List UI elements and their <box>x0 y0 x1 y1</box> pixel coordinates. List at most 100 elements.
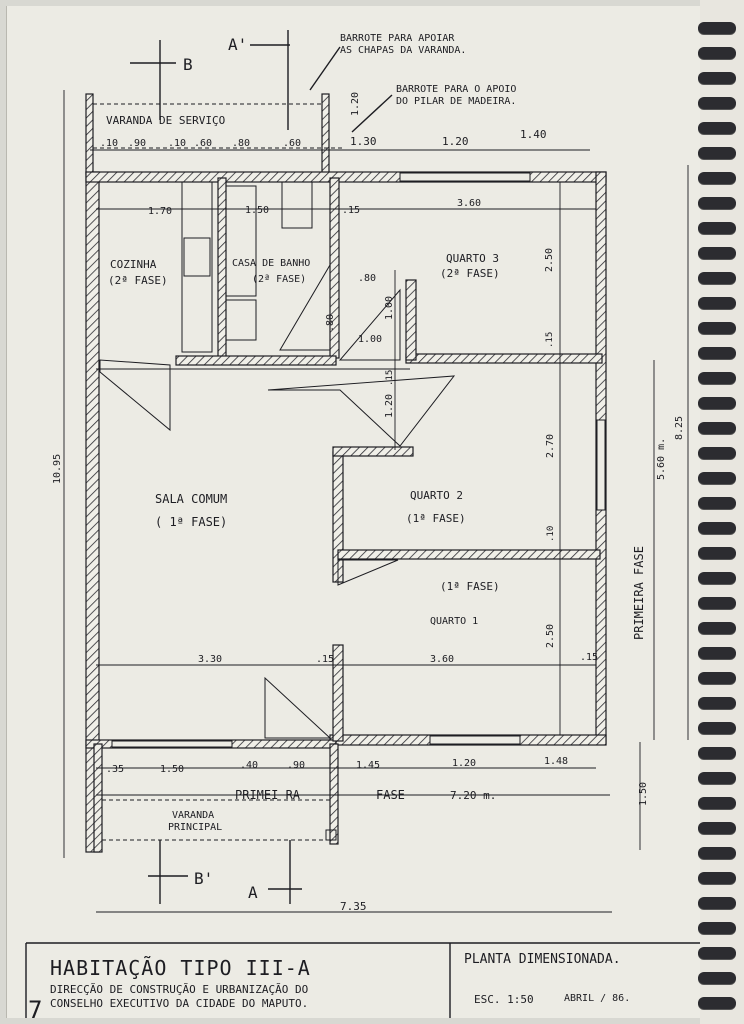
dim-825: 8.25 <box>674 416 685 440</box>
binding-ring <box>698 897 736 909</box>
binding-ring <box>698 972 736 984</box>
room-cozinha: COZINHA <box>110 258 157 271</box>
binding-ring <box>698 672 736 684</box>
dim-250a: 2.50 <box>544 248 555 272</box>
door-main <box>264 676 332 739</box>
binding-ring <box>698 522 736 534</box>
binding-ring <box>698 322 736 334</box>
dim-90a: .90 <box>128 138 146 149</box>
window-top <box>399 172 531 182</box>
dim-15e: .15 <box>580 652 598 663</box>
stove <box>181 181 213 353</box>
wall-varanda-servico-right <box>321 93 330 175</box>
room-quarto1-fase: (1ª FASE) <box>440 580 500 593</box>
dimension-lines <box>63 90 689 913</box>
wall-varanda-servico-left <box>85 93 94 175</box>
margin-mark: 7 <box>28 996 42 1024</box>
binding-ring <box>698 172 736 184</box>
toilet <box>281 181 313 229</box>
dim-100b: 1.00 <box>358 334 382 345</box>
dim-80a: .80 <box>232 138 250 149</box>
door-quarto1 <box>337 559 399 586</box>
binding-ring <box>698 247 736 259</box>
dim-15b: .15 <box>545 332 555 348</box>
bath-tub <box>225 185 257 297</box>
dim-120c: 1.20 <box>452 758 476 769</box>
dim-560: 5.60 m. <box>656 438 667 480</box>
dim-330: 3.30 <box>198 654 222 665</box>
title-line-1: DIRECÇÃO DE CONSTRUÇÃO E URBANIZAÇÃO DO <box>50 983 308 996</box>
dim-15d: .15 <box>316 654 334 665</box>
dim-720: 7.20 m. <box>450 789 496 802</box>
note-2-line1: BARROTE PARA O APOIO <box>396 84 516 95</box>
binding-ring <box>698 97 736 109</box>
room-sala-fase: ( 1ª FASE) <box>155 515 227 529</box>
dim-10c: .10 <box>546 526 556 542</box>
binding-ring <box>698 397 736 409</box>
section-b-bottom: B' <box>194 869 213 888</box>
section-marks <box>130 30 393 904</box>
dim-15a: .15 <box>342 205 360 216</box>
label-primeira: PRIMEI RA <box>235 788 301 802</box>
window-bottom-right <box>429 735 521 745</box>
wall-quarto2-top <box>332 446 414 457</box>
dim-40: .40 <box>240 760 258 771</box>
dim-150a: 1.50 <box>245 205 269 216</box>
room-casa-banho-fase: (2ª FASE) <box>252 274 306 285</box>
binding-ring <box>698 572 736 584</box>
wall-veranda-principal-left <box>93 743 103 853</box>
dim-10b: .10 <box>168 138 186 149</box>
binding-ring <box>698 697 736 709</box>
binding-ring <box>698 547 736 559</box>
dim-148: 1.48 <box>544 756 568 767</box>
binding-ring <box>698 622 736 634</box>
room-quarto3: QUARTO 3 <box>446 252 499 265</box>
section-b-top: B <box>183 55 193 74</box>
binding-ring <box>698 772 736 784</box>
binding-ring <box>698 497 736 509</box>
window-right <box>596 419 606 511</box>
stove-burner <box>183 237 211 277</box>
label-fase: FASE <box>376 788 405 802</box>
room-varanda-principal-1: VARANDA <box>172 810 214 821</box>
binding-ring <box>698 472 736 484</box>
date: ABRIL / 86. <box>564 993 630 1004</box>
binding-ring <box>698 372 736 384</box>
door-quarto3 <box>338 288 401 361</box>
room-sala-comum: SALA COMUM <box>155 492 227 506</box>
door-bath <box>279 263 331 351</box>
door-quarto2 <box>267 375 456 447</box>
binding-ring <box>698 22 736 34</box>
wall-veranda-principal-right <box>329 743 339 845</box>
dim-140: 1.40 <box>520 128 547 141</box>
dim-130: 1.30 <box>350 135 377 148</box>
room-varanda-servico: VARANDA DE SERVIÇO <box>106 114 225 127</box>
wall-quarto1-left <box>332 644 344 742</box>
room-casa-banho: CASA DE BANHO <box>232 258 310 269</box>
window-bottom-left <box>111 740 233 748</box>
dim-80b: .80 <box>358 273 376 284</box>
note-1-line2: AS CHAPAS DA VARANDA. <box>340 45 466 56</box>
dim-60b: .60 <box>283 138 301 149</box>
title-main: HABITAÇÃO TIPO III-A <box>50 956 311 980</box>
binding-ring <box>698 222 736 234</box>
basin <box>225 299 257 341</box>
room-quarto3-fase: (2ª FASE) <box>440 267 500 280</box>
binding-ring <box>698 997 736 1009</box>
binding-ring <box>698 197 736 209</box>
binding-ring <box>698 747 736 759</box>
wall-quarto3-bottom <box>405 353 603 364</box>
dim-120a: 1.20 <box>442 135 469 148</box>
note-leader-1 <box>309 46 341 91</box>
binding-ring <box>698 447 736 459</box>
binding-ring <box>698 922 736 934</box>
dim-360b: 3.60 <box>430 654 454 665</box>
binding-ring <box>698 847 736 859</box>
dim-735: 7.35 <box>340 900 367 913</box>
binding-ring <box>698 272 736 284</box>
binding-ring <box>698 647 736 659</box>
dim-150b: 1.50 <box>160 764 184 775</box>
room-quarto2: QUARTO 2 <box>410 489 463 502</box>
section-a-top: A' <box>228 35 247 54</box>
binding-ring <box>698 872 736 884</box>
